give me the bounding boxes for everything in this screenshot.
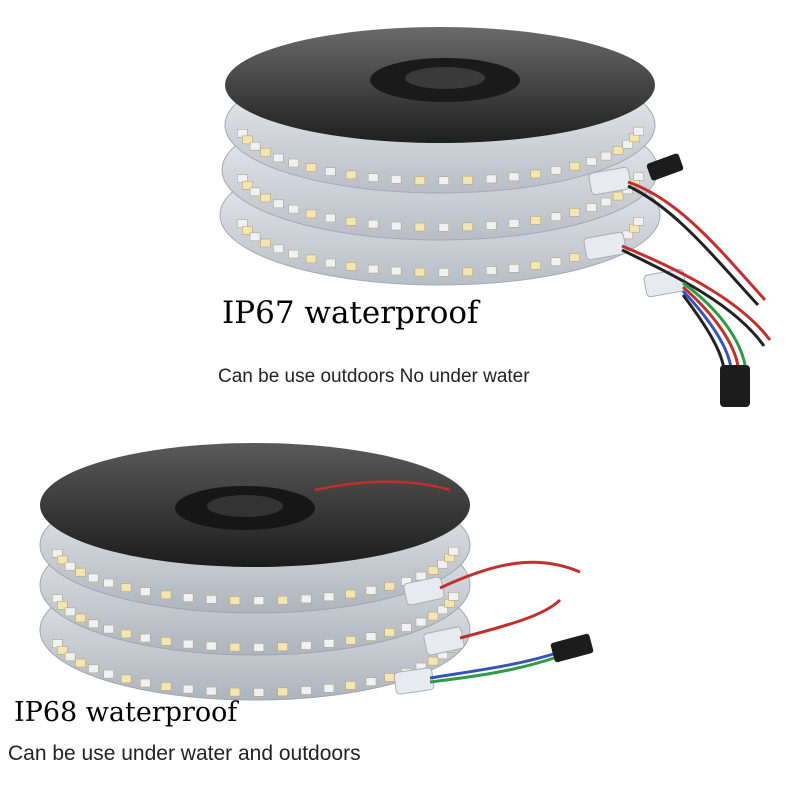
connector-plug	[720, 365, 750, 407]
ip68-title: IP68 waterproof	[14, 697, 238, 728]
connector-plug	[646, 153, 684, 181]
led-chips	[51, 546, 460, 697]
connector-plug	[550, 633, 594, 663]
ip67-product-panel: IP67 waterproof Can be use outdoors No u…	[218, 27, 772, 407]
ip67-caption: Can be use outdoors No under water	[218, 366, 530, 387]
ip68-caption: Can be use under water and outdoors	[8, 742, 361, 765]
ip68-product-panel: IP68 waterproof Can be use under water a…	[0, 420, 800, 800]
ip67-title: IP67 waterproof	[222, 295, 479, 331]
ip68-reel-illustration	[39, 443, 594, 701]
ip67-reel-illustration	[219, 27, 772, 407]
